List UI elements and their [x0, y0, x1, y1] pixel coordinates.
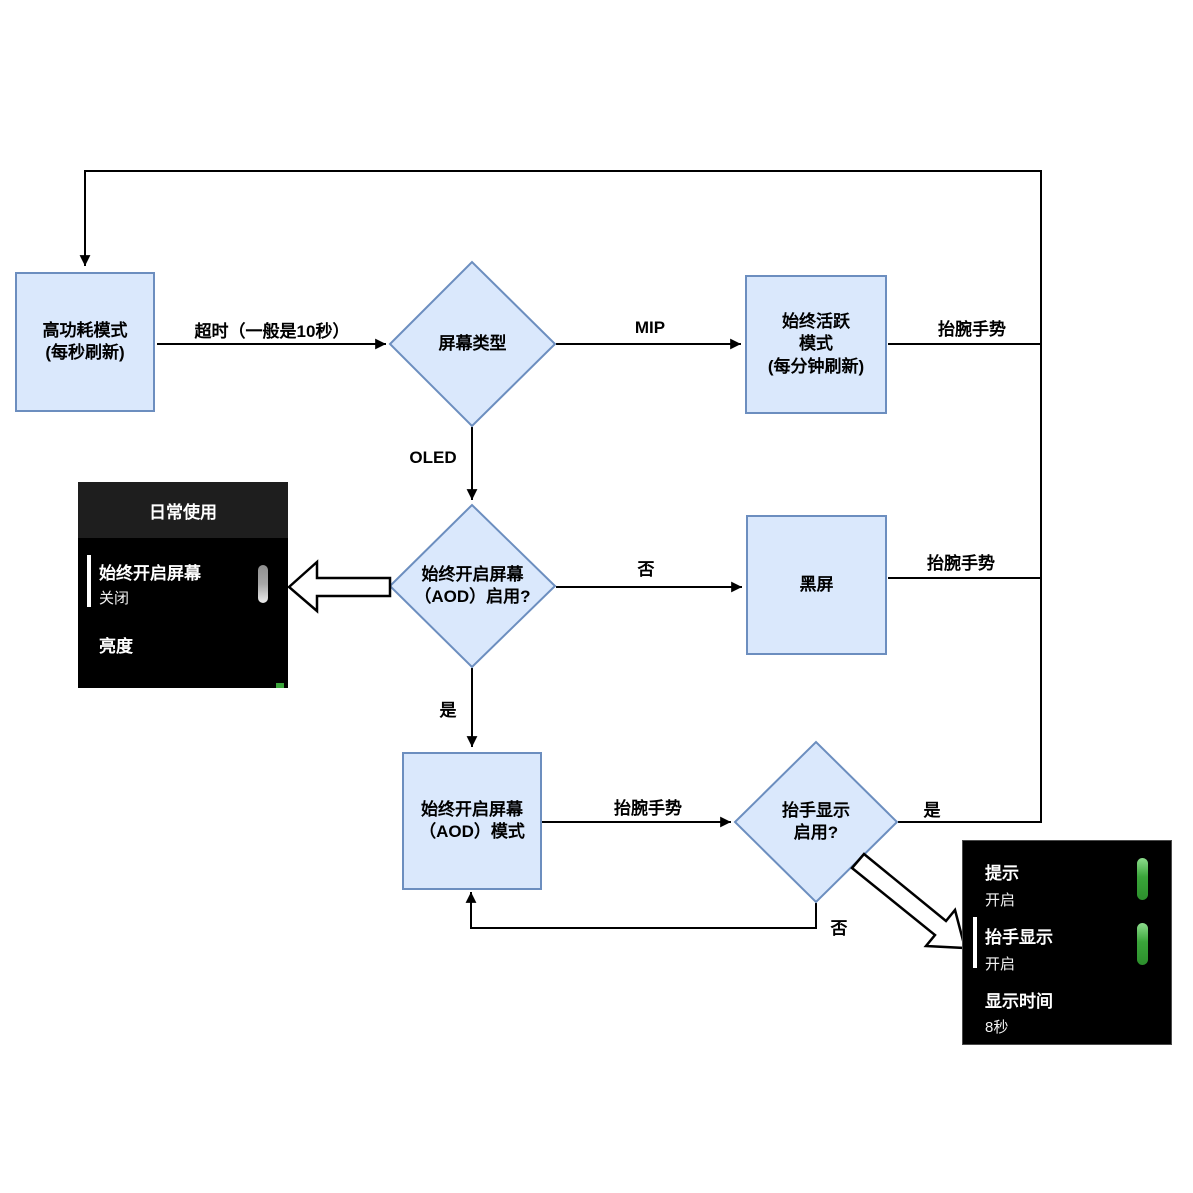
edge-no-return-loop [465, 892, 817, 929]
edge-label-oled: OLED [409, 448, 457, 467]
panel-daily-use: 日常使用 始终开启屏幕 关闭 亮度 [78, 482, 288, 688]
callout-arrow-left-icon [287, 559, 392, 614]
setting-value: 开启 [985, 892, 1016, 909]
node-black-screen: 黑屏 [746, 515, 887, 655]
decision-screen-type-shape [388, 260, 557, 428]
setting-label: 始终开启屏幕 [99, 564, 201, 583]
edge-yes-return-loop [79, 170, 1042, 823]
toggle-off-icon [258, 565, 268, 603]
panel-daily-use-header: 日常使用 [78, 482, 288, 538]
node-label: 高功耗模式 [42, 320, 128, 340]
setting-value: 8秒 [985, 1019, 1009, 1036]
edge-label-mip: MIP [634, 318, 666, 337]
edge-label-yes-1: 是 [439, 701, 457, 720]
node-label: （AOD）模式 [419, 822, 525, 841]
setting-value: 开启 [985, 956, 1016, 973]
edge-label-raise-wrist-2: 抬腕手势 [927, 554, 995, 573]
setting-label: 抬手显示 [985, 928, 1053, 947]
edge-label-no-2: 否 [830, 919, 848, 938]
panel-title: 日常使用 [149, 502, 217, 522]
node-label: (每分钟刷新) [767, 356, 865, 376]
setting-value: 关闭 [99, 590, 130, 607]
edge-label-yes-2: 是 [923, 801, 941, 820]
edge-label-raise-wrist-1: 抬腕手势 [938, 320, 1006, 339]
node-label: 始终开启屏幕 [421, 799, 523, 819]
setting-label: 亮度 [99, 637, 133, 656]
edge-label-timeout: 超时（一般是10秒） [194, 322, 350, 341]
edge-label-raise-wrist-3: 抬腕手势 [614, 799, 682, 818]
panel-raise-display-settings: 提示 开启 抬手显示 开启 显示时间 8秒 [962, 840, 1172, 1045]
callout-arrow-diagonal-icon [850, 852, 967, 950]
setting-label: 显示时间 [985, 992, 1053, 1011]
toggle-on-icon [1137, 858, 1148, 900]
toggle-on-icon [1137, 923, 1148, 965]
node-always-active-mode: 始终活跃 模式 (每分钟刷新) [745, 275, 887, 414]
node-aod-mode: 始终开启屏幕 （AOD）模式 [402, 752, 542, 890]
setting-label: 提示 [985, 864, 1019, 883]
partial-toggle-icon [276, 683, 284, 688]
decision-aod-enabled-shape [388, 503, 557, 669]
node-label: 模式 [799, 334, 833, 354]
node-label: 始终活跃 [782, 312, 850, 332]
selection-bar [973, 917, 977, 968]
node-label: 黑屏 [799, 574, 834, 594]
selection-bar [87, 555, 91, 607]
edge-label-no-1: 否 [637, 560, 655, 579]
node-high-power-mode: 高功耗模式 (每秒刷新) [15, 272, 155, 412]
node-label: (每秒刷新) [45, 343, 125, 362]
